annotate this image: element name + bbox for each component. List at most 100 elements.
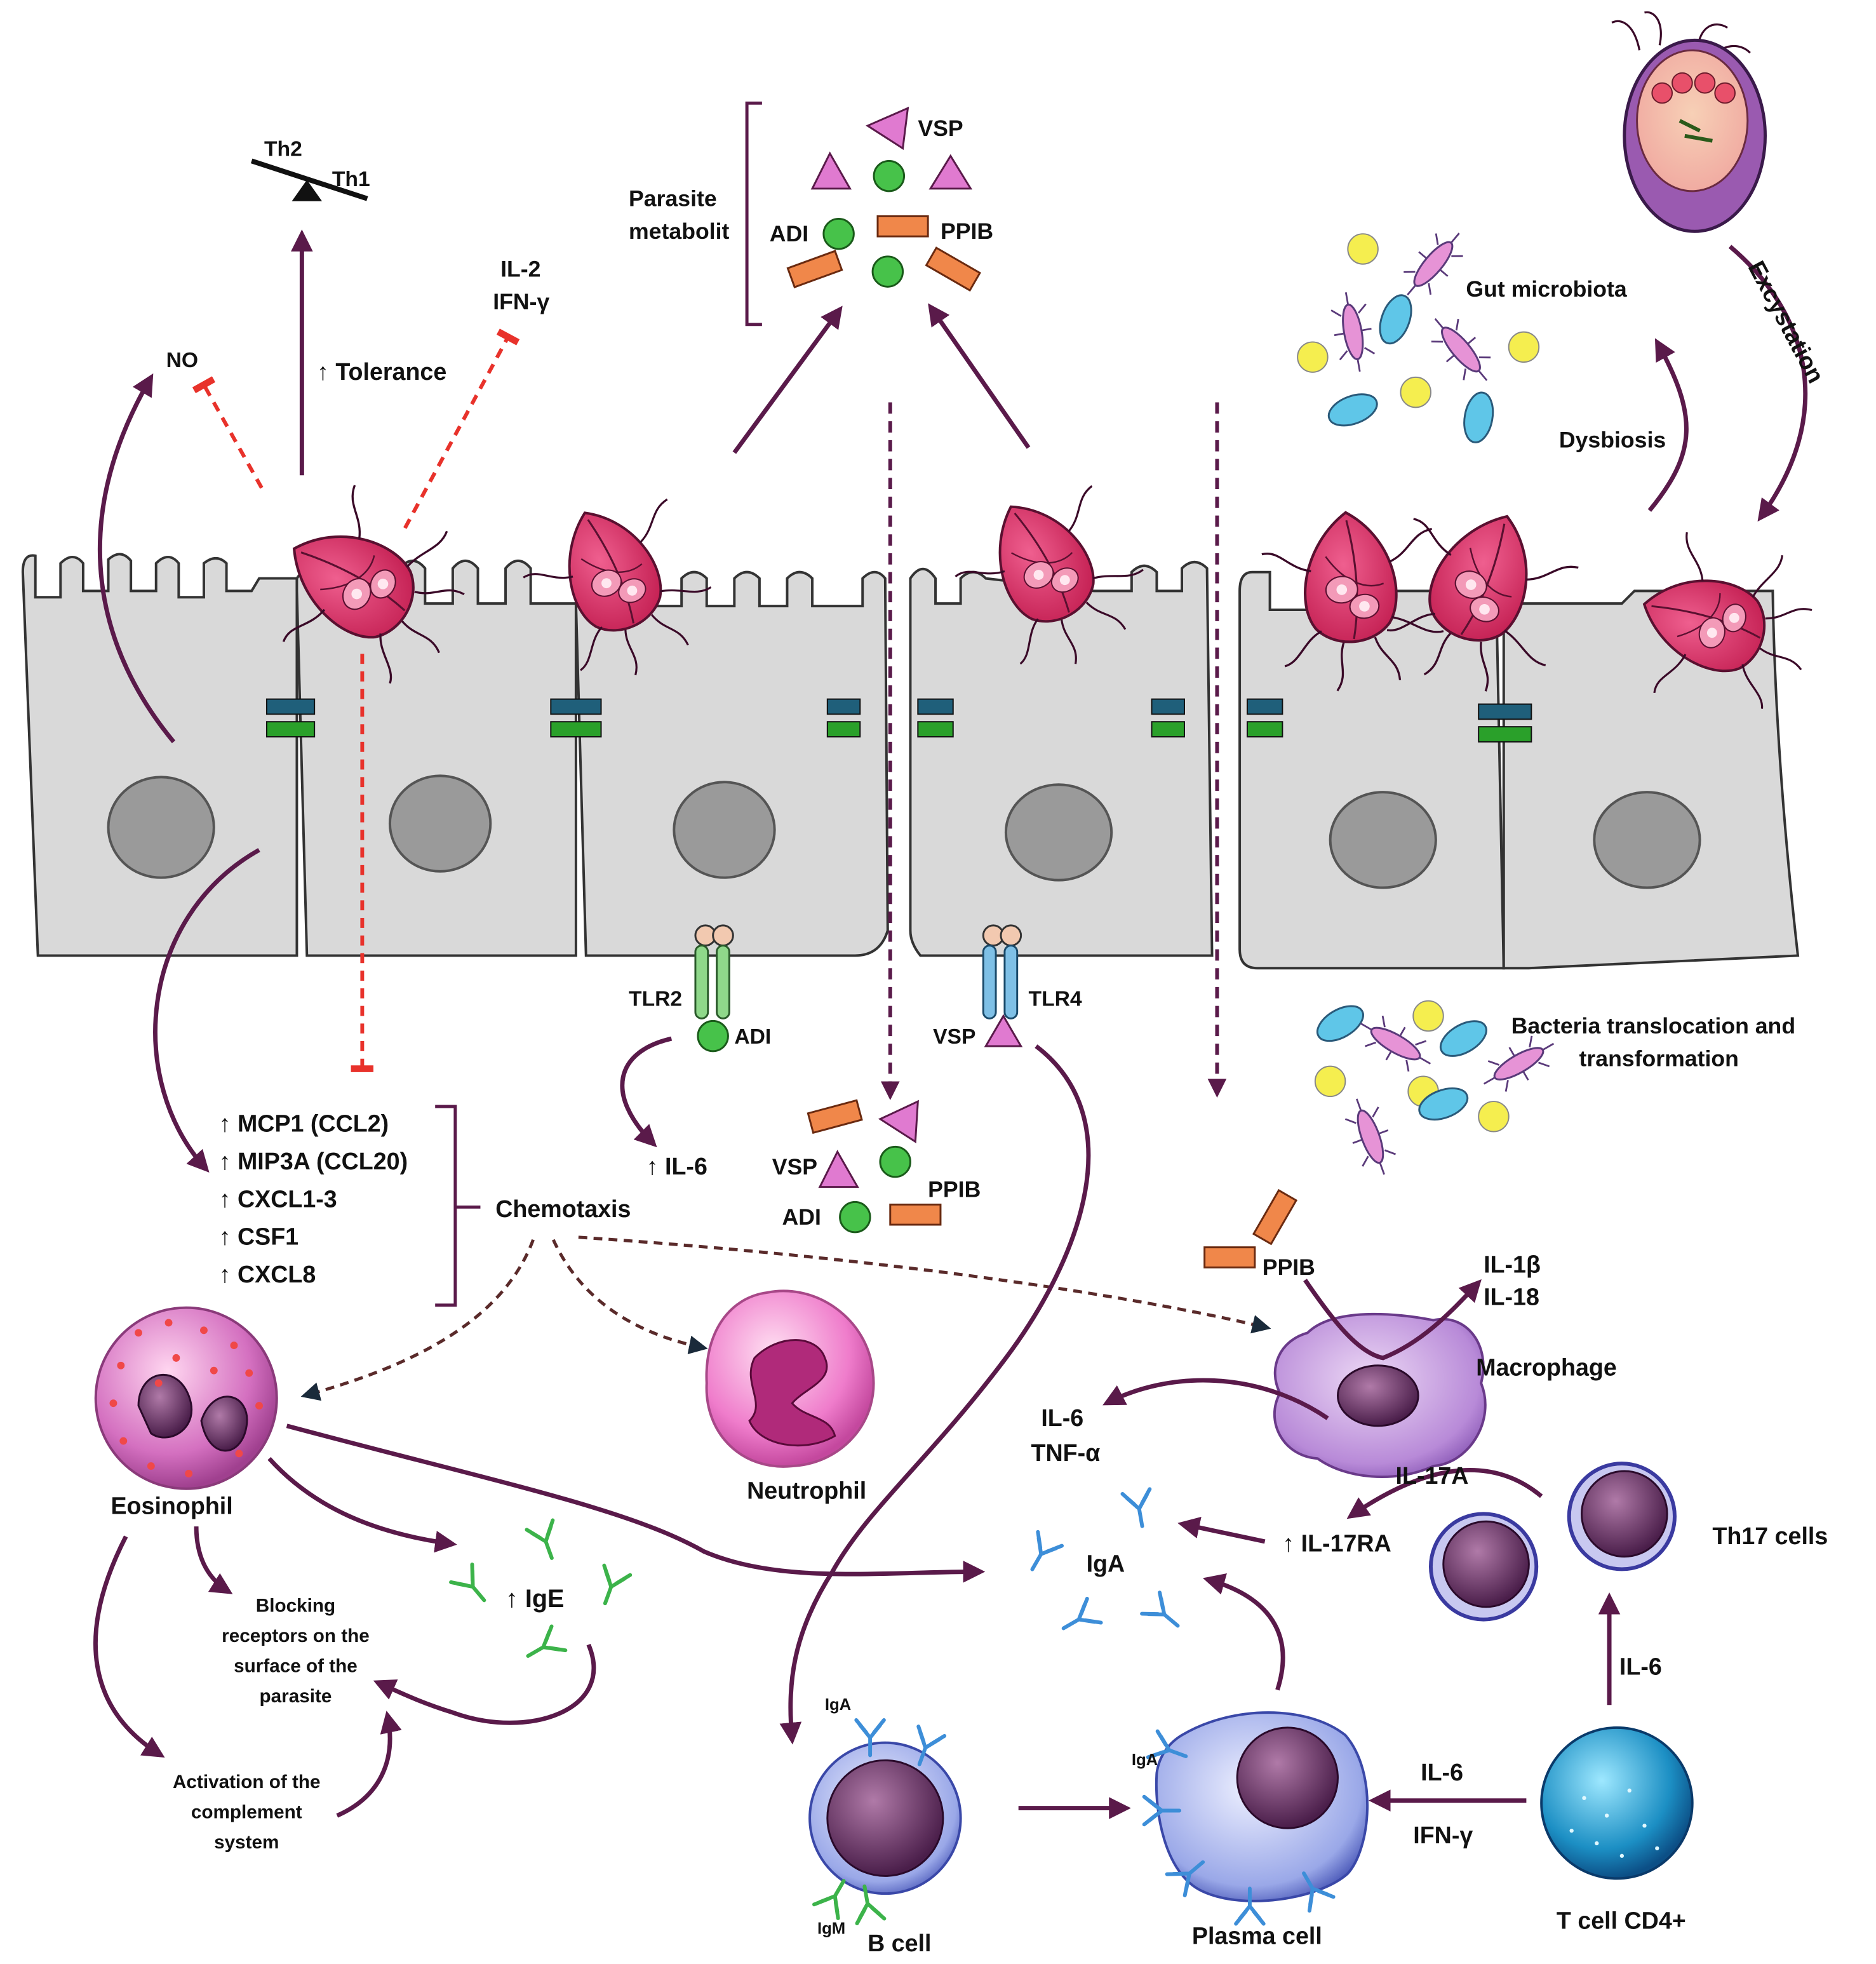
gut-microbiota-cluster — [1297, 220, 1540, 443]
eosinophil-cell — [94, 1306, 278, 1490]
ppib-mid-label: PPIB — [928, 1176, 981, 1202]
chemokine-list: ↑ MCP1 (CCL2) ↑ MIP3A (CCL20) ↑ CXCL1-3 … — [219, 1110, 408, 1288]
il2-label: IL-2 — [500, 256, 540, 281]
epithelial-cell-1 — [21, 553, 298, 957]
ppib-to-cytokines-arrow — [1303, 1279, 1482, 1361]
iga-bcell-label: IgA — [825, 1696, 851, 1714]
iga-antibody — [1057, 1599, 1101, 1640]
ige-antibody — [451, 1564, 495, 1609]
adi-bound — [697, 1019, 729, 1053]
th17-cells — [1429, 1462, 1677, 1622]
il18-label: IL-18 — [1484, 1284, 1539, 1310]
microbe-blue — [1316, 1005, 1364, 1042]
th17-nucleus — [1581, 1470, 1668, 1558]
microbe-yellow — [1412, 1000, 1444, 1032]
metabolit-bracket — [745, 101, 762, 326]
chemotaxis-to-neutrophil — [552, 1239, 708, 1354]
ppib-shape — [1252, 1188, 1298, 1246]
microbe-blue — [1379, 294, 1412, 345]
ige-label: ↑ IgE — [506, 1585, 564, 1613]
chemokine-csf1: ↑ CSF1 — [219, 1223, 298, 1250]
tcell-cd4 — [1540, 1726, 1694, 1880]
adi-shape — [879, 1145, 911, 1178]
excystation-arrow — [1728, 245, 1808, 522]
neutrophil-label: Neutrophil — [747, 1477, 866, 1504]
il1b-label: IL-1β — [1484, 1251, 1541, 1277]
complement-line3: system — [214, 1832, 279, 1853]
tcell-label: T cell CD4+ — [1557, 1907, 1686, 1934]
vsp-shape — [878, 1100, 919, 1144]
metabolite-cluster-mid — [807, 1099, 942, 1234]
adi-shape — [871, 255, 904, 288]
gut-microbiota-label: Gut microbiota — [1466, 276, 1628, 302]
th17-label: Th17 cells — [1712, 1523, 1828, 1549]
vsp-bound — [984, 1014, 1023, 1047]
microbe-rod — [1419, 306, 1503, 394]
adi-mid-label: ADI — [782, 1204, 821, 1230]
bacteria-label-line2: transformation — [1579, 1046, 1739, 1072]
vsp-shape — [810, 151, 852, 190]
no-inhibition — [192, 376, 264, 489]
eosinophil-to-ige-arrow — [267, 1456, 457, 1553]
vsp-shape — [866, 106, 909, 151]
vsp-mid-label: VSP — [772, 1154, 817, 1180]
microbe-blue — [1439, 1020, 1487, 1057]
ppib-shape — [786, 250, 843, 288]
iga-antibody — [1122, 1489, 1156, 1528]
eosinophil-to-complement-arrow — [93, 1535, 165, 1758]
blocking-line3: surface of the — [234, 1656, 358, 1677]
plasma-to-iga-arrow — [1202, 1573, 1285, 1691]
parasite-metabolit-line2: metabolit — [629, 219, 729, 244]
ige-antibody — [592, 1566, 630, 1608]
iga-antibody — [1142, 1592, 1186, 1636]
plasma-cell — [1144, 1711, 1369, 1924]
tlr2-label: TLR2 — [629, 988, 682, 1011]
microbe-rod — [1326, 288, 1379, 376]
chemokine-mcp1: ↑ MCP1 (CCL2) — [219, 1110, 389, 1137]
no-label: NO — [166, 349, 198, 372]
no-arrow — [97, 373, 176, 744]
ige-antibody — [526, 1520, 565, 1563]
nucleus-6 — [1593, 791, 1701, 889]
parasite-metabolit-line1: Parasite — [629, 186, 717, 212]
blocking-line1: Blocking — [256, 1596, 335, 1617]
eosinophil-label: Eosinophil — [111, 1492, 232, 1519]
ppib-top-label: PPIB — [941, 219, 993, 244]
tlr4-receptor — [982, 924, 1023, 1047]
release-arrow-right — [928, 303, 1031, 449]
adi-shape — [839, 1201, 871, 1234]
th1-label: Th1 — [332, 168, 370, 191]
nucleus-5 — [1329, 791, 1437, 889]
chemokine-mip3a: ↑ MIP3A (CCL20) — [219, 1148, 408, 1174]
chemokine-bracket — [435, 1105, 481, 1307]
tlr2-to-il6-arrow — [620, 1036, 673, 1148]
ifng-plasma-label: IFN-γ — [1413, 1822, 1473, 1848]
translocated-bacteria-cluster — [1314, 1000, 1564, 1182]
il2-inhibition — [403, 328, 520, 529]
chemotaxis-to-eosinophil — [300, 1239, 535, 1401]
nucleus-3 — [673, 781, 776, 879]
microbe-yellow — [1508, 331, 1540, 363]
microbe-blue — [1463, 391, 1494, 443]
giardia-cyst — [1611, 11, 1767, 233]
microbe-rod — [1337, 1091, 1404, 1182]
macrophage-to-il6-arrow — [1102, 1378, 1329, 1420]
eosinophil-to-iga-arrow — [286, 1423, 986, 1583]
microbe-yellow — [1347, 233, 1379, 265]
dysbiosis-label: Dysbiosis — [1559, 427, 1666, 453]
chemokine-cxcl1-3: ↑ CXCL1-3 — [219, 1185, 337, 1212]
vsp-receptor-label: VSP — [933, 1025, 975, 1049]
il6-macro-label: IL-6 — [1041, 1404, 1083, 1431]
ppib-shape — [889, 1203, 942, 1226]
b-cell — [808, 1720, 962, 1923]
complement-to-blocking-arrow — [336, 1711, 402, 1818]
eosinophil-to-blocking-arrow — [194, 1526, 233, 1594]
ppib-shape — [876, 215, 929, 238]
vsp-shape — [818, 1150, 859, 1188]
il17a-label: IL-17A — [1396, 1462, 1469, 1489]
epithelial-cell-4 — [909, 560, 1214, 957]
vsp-shape — [928, 154, 973, 190]
microbe-yellow — [1400, 376, 1431, 408]
chemokine-cxcl8: ↑ CXCL8 — [219, 1261, 316, 1288]
iga-plasma-label: IgA — [1132, 1751, 1158, 1769]
